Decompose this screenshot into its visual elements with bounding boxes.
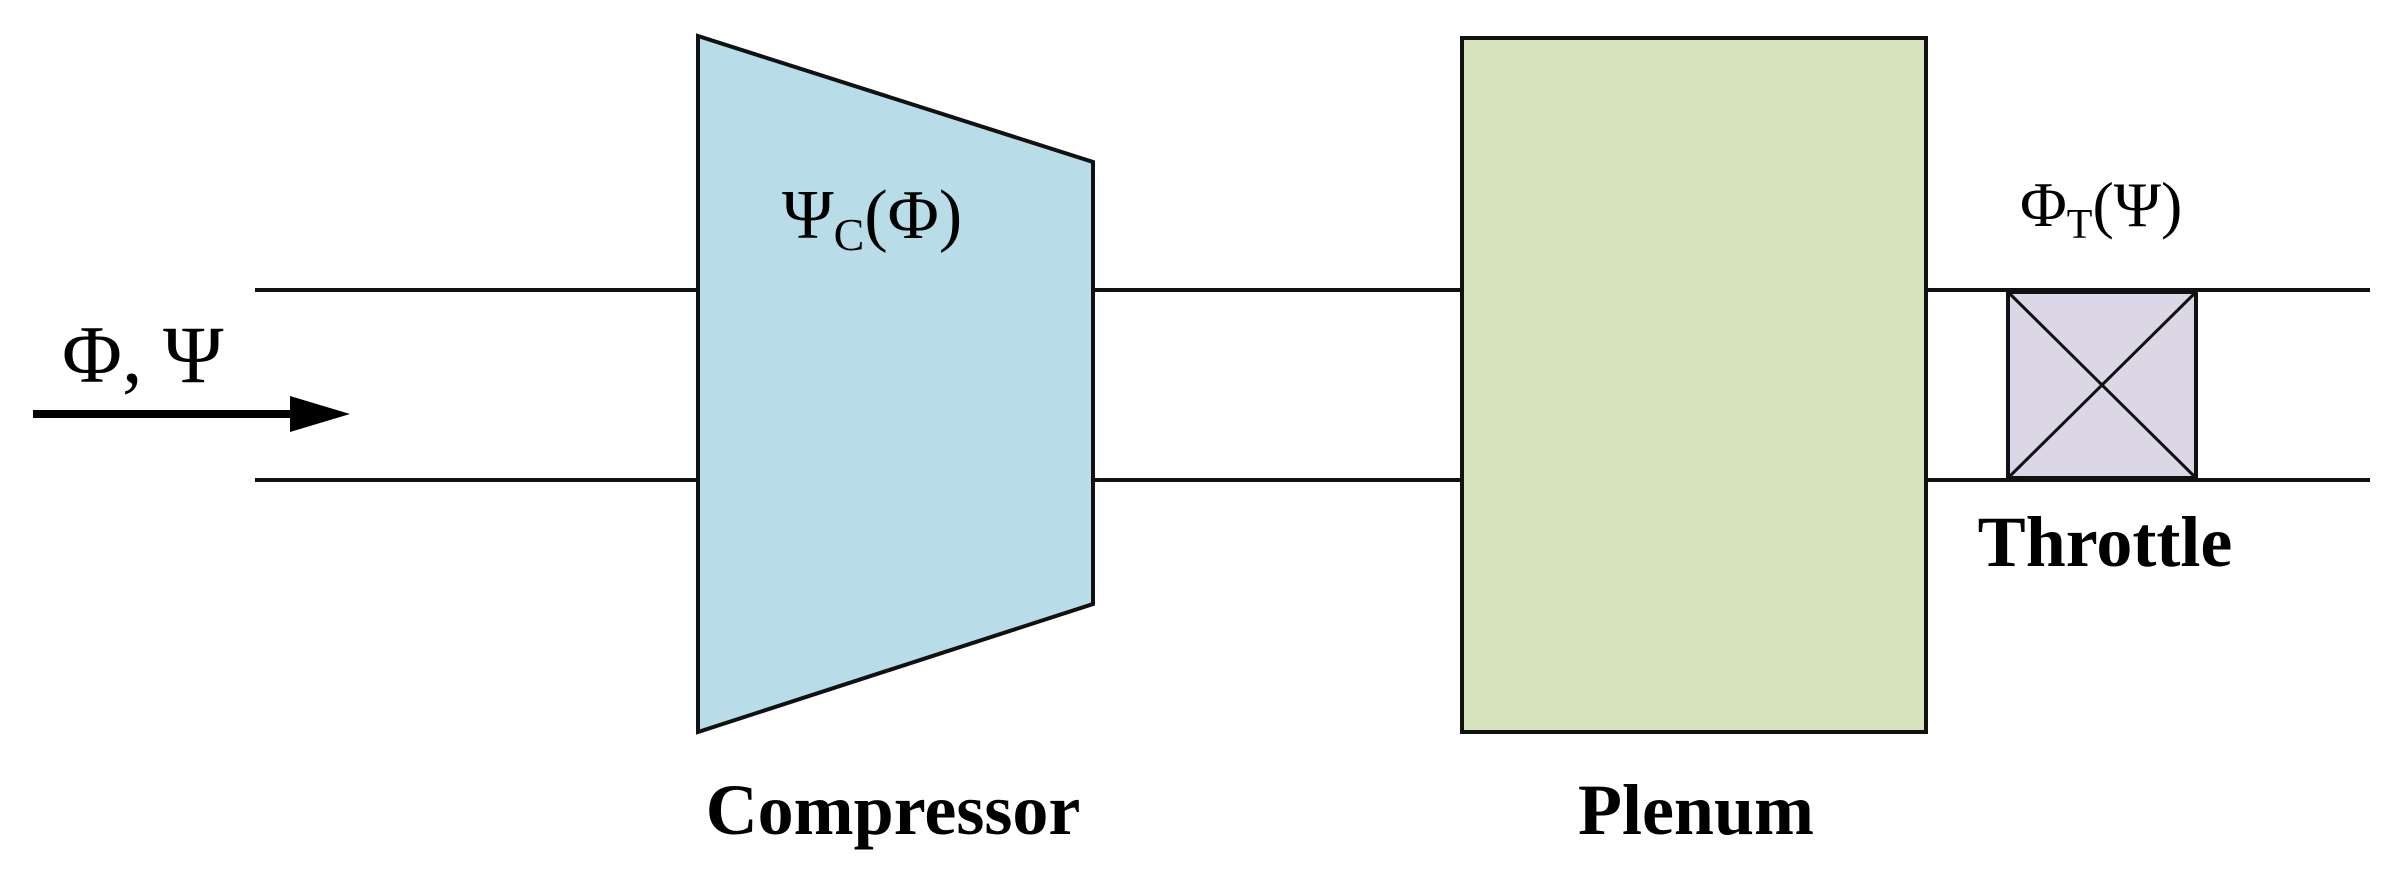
compressor-label: Compressor bbox=[706, 770, 1081, 850]
plenum-shape bbox=[1460, 36, 1928, 734]
throttle-characteristic: ΦT(Ψ) bbox=[2020, 169, 2182, 248]
throttle-characteristic-argument: (Ψ) bbox=[2092, 169, 2182, 240]
compressor-characteristic-subscript: C bbox=[834, 209, 865, 260]
inlet-label: Φ, Ψ bbox=[62, 309, 224, 400]
inlet-flow-arrow bbox=[33, 396, 350, 432]
throttle-valve bbox=[2006, 290, 2198, 480]
compressor-characteristic: ΨC(Φ) bbox=[782, 177, 962, 260]
compressor-characteristic-symbol: Ψ bbox=[782, 177, 834, 254]
throttle-label: Throttle bbox=[1978, 502, 2233, 582]
plenum-label: Plenum bbox=[1578, 770, 1814, 850]
throttle-characteristic-symbol: Φ bbox=[2020, 169, 2067, 240]
throttle-characteristic-subscript: T bbox=[2067, 202, 2093, 248]
compressor-characteristic-argument: (Φ) bbox=[864, 177, 962, 254]
compressor-shape bbox=[696, 33, 1095, 735]
